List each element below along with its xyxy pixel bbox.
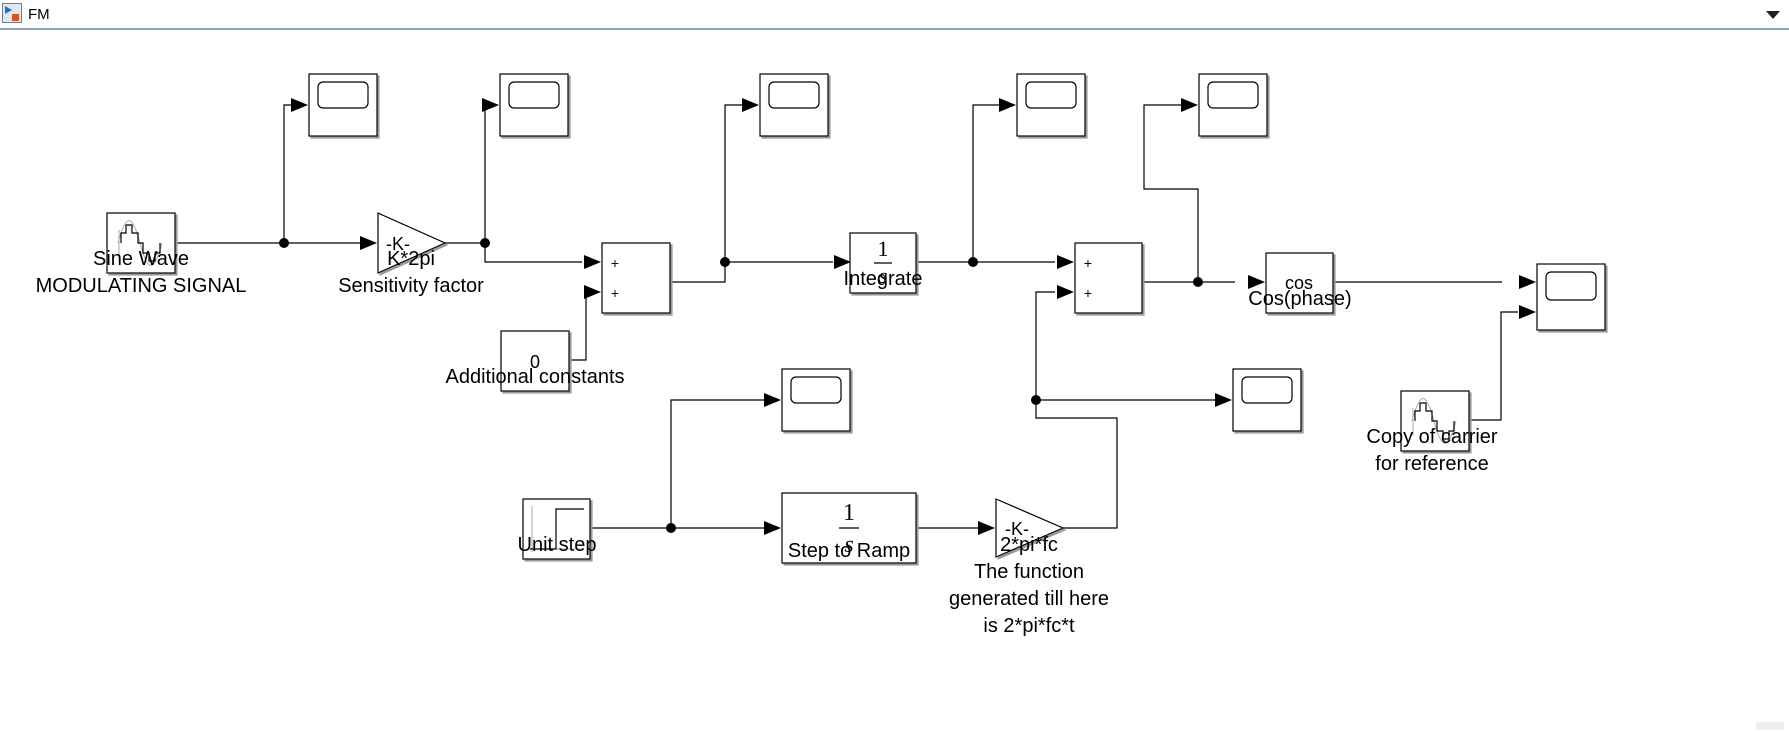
- step-to-ramp-label: Step to Ramp: [787, 540, 911, 562]
- signal-line[interactable]: [445, 242, 582, 263]
- branch-point: [1193, 277, 1203, 287]
- arrowhead: [764, 521, 781, 535]
- block-diagram: -K- + + 0 1 s + + cos: [106, 73, 1606, 564]
- branch-point: [480, 238, 490, 248]
- window-title: FM: [28, 6, 50, 23]
- gain-block-fc[interactable]: [995, 498, 1065, 558]
- signal-lines: [175, 104, 1518, 529]
- integrator-block[interactable]: [849, 232, 917, 294]
- scope-block[interactable]: [759, 73, 829, 137]
- arrowhead: [1057, 285, 1074, 299]
- signal-line[interactable]: [670, 261, 833, 283]
- arrowhead: [584, 255, 601, 269]
- scope-block[interactable]: [1016, 73, 1086, 137]
- model-canvas[interactable]: -K- + + 0 1 s + + cos: [0, 30, 1789, 733]
- cos-function-block[interactable]: [1265, 252, 1334, 314]
- signal-line[interactable]: [972, 104, 1001, 262]
- sum2-plus-top: +: [1084, 255, 1092, 271]
- signal-line[interactable]: [1035, 291, 1118, 529]
- step-to-ramp-block[interactable]: [781, 492, 917, 564]
- gain-fc-label: 2*pi*fc The function generated till here…: [948, 534, 1110, 637]
- sum-block-2[interactable]: [1074, 242, 1143, 314]
- arrowhead: [742, 98, 759, 112]
- signal-line[interactable]: [1469, 311, 1518, 421]
- sum1-plus-top: +: [611, 255, 619, 271]
- arrowhead: [291, 98, 308, 112]
- branch-point: [279, 238, 289, 248]
- scope-block[interactable]: [1232, 368, 1302, 432]
- sine-wave-label: Sine Wave MODULATING SIGNAL: [35, 248, 247, 297]
- signal-line[interactable]: [283, 104, 293, 243]
- gain-block-sensitivity[interactable]: [377, 212, 447, 274]
- arrowhead: [482, 98, 499, 112]
- arrowhead: [584, 285, 601, 299]
- carrier-copy-label: Copy of carrier for reference: [1366, 426, 1498, 475]
- window-titlebar: FM: [0, 0, 1789, 30]
- branch-point: [968, 257, 978, 267]
- chevron-down-icon[interactable]: [1765, 8, 1781, 20]
- integrator-denominator: s: [879, 263, 888, 288]
- corner-mark: [1756, 722, 1784, 730]
- arrowhead: [978, 521, 995, 535]
- sum-block-1[interactable]: [601, 242, 671, 314]
- arrowhead: [1215, 393, 1232, 407]
- branch-point: [720, 257, 730, 267]
- arrowhead: [834, 255, 851, 269]
- arrowhead: [1057, 255, 1074, 269]
- ramp-numerator: 1: [843, 500, 855, 526]
- signal-line[interactable]: [1143, 104, 1199, 282]
- constant-value: 0: [530, 352, 540, 372]
- signal-arrowheads: [291, 98, 1536, 535]
- signal-line[interactable]: [724, 104, 743, 262]
- gain-sensitivity-text: -K-: [386, 234, 410, 254]
- arrowhead: [1519, 275, 1536, 289]
- unit-step-block[interactable]: [522, 498, 591, 560]
- integrator-label: Integrate: [843, 268, 923, 290]
- gain-sensitivity-label: K*2pi Sensitivity factor: [338, 248, 484, 297]
- signal-line[interactable]: [484, 104, 486, 243]
- signal-line[interactable]: [670, 399, 769, 528]
- arrowhead: [360, 236, 377, 250]
- ramp-denominator: s: [844, 532, 853, 558]
- cos-function-text: cos: [1285, 273, 1313, 293]
- cos-label: Cos(phase): [1248, 288, 1352, 310]
- arrowhead: [1519, 305, 1536, 319]
- branch-point: [1031, 395, 1041, 405]
- constant-block[interactable]: [500, 330, 570, 392]
- scope-block[interactable]: [781, 368, 851, 432]
- gain-fc-text: -K-: [1005, 519, 1029, 539]
- scope-block[interactable]: [499, 73, 569, 137]
- signal-line[interactable]: [569, 292, 587, 361]
- constant-label: Additional constants: [445, 366, 625, 388]
- branch-point: [666, 523, 676, 533]
- scope-block[interactable]: [1198, 73, 1268, 137]
- arrowhead: [1248, 275, 1265, 289]
- arrowhead: [999, 98, 1016, 112]
- unit-step-label: Unit step: [517, 534, 597, 556]
- sine-wave-block[interactable]: [106, 212, 176, 274]
- carrier-copy-block[interactable]: [1400, 390, 1470, 452]
- arrowhead: [764, 393, 781, 407]
- sum1-plus-bottom: +: [611, 285, 619, 301]
- model-icon: [2, 3, 22, 23]
- integrator-numerator: 1: [878, 236, 889, 261]
- scope-block[interactable]: [1536, 263, 1606, 331]
- branch-points: [279, 238, 1203, 533]
- scope-block[interactable]: [308, 73, 378, 137]
- arrowhead: [1181, 98, 1198, 112]
- sum2-plus-bottom: +: [1084, 285, 1092, 301]
